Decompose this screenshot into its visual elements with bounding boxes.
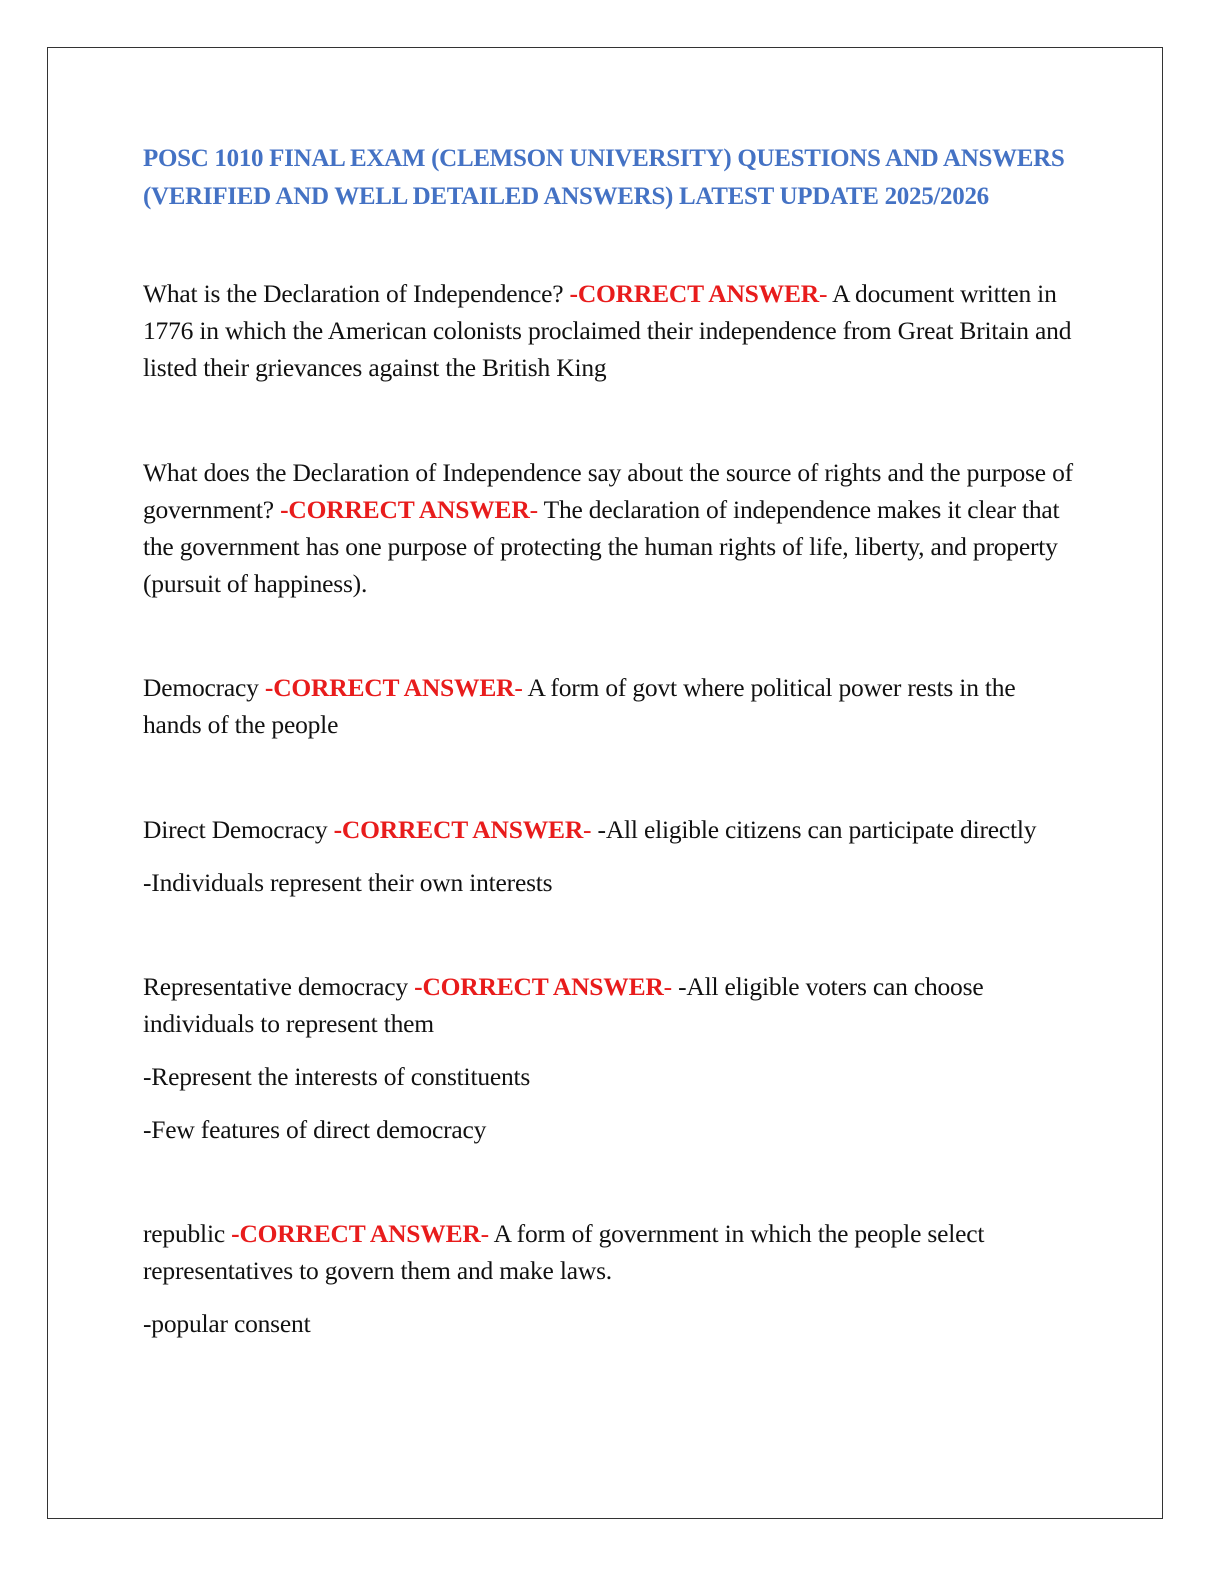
qa-paragraph: Direct Democracy -CORRECT ANSWER- -All e… [143,811,1078,848]
correct-answer-marker: -CORRECT ANSWER- [333,815,592,844]
correct-answer-marker: -CORRECT ANSWER- [231,1219,489,1248]
qa-item-direct-democracy: Direct Democracy -CORRECT ANSWER- -All e… [143,811,1078,901]
answer-text: A form of govt where political power res… [143,673,1016,739]
correct-answer-marker: -CORRECT ANSWER- [414,972,672,1001]
answer-extra-line: -Individuals represent their own interes… [143,868,553,897]
qa-item-declaration: What is the Declaration of Independence?… [143,275,1078,386]
answer-text: A form of government in which the people… [143,1219,985,1285]
answer-text: A document written in 1776 in which the … [143,279,1072,382]
question-text: Representative democracy [143,972,408,1001]
answer-extra-line: -Represent the interests of constituents [143,1062,531,1091]
correct-answer-marker: -CORRECT ANSWER- [280,495,538,524]
qa-paragraph: Democracy -CORRECT ANSWER- A form of gov… [143,669,1078,743]
question-text: Direct Democracy [143,815,328,844]
qa-item-representative-democracy: Representative democracy -CORRECT ANSWER… [143,968,1078,1148]
qa-item-democracy: Democracy -CORRECT ANSWER- A form of gov… [143,669,1078,743]
document-title: POSC 1010 FINAL EXAM (CLEMSON UNIVERSITY… [143,145,1065,210]
question-text: Democracy [143,673,259,702]
qa-paragraph: What is the Declaration of Independence?… [143,275,1078,386]
qa-list: What is the Declaration of Independence?… [143,275,1078,1342]
answer-text: -All eligible citizens can participate d… [597,815,1037,844]
qa-item-declaration-rights: What does the Declaration of Independenc… [143,454,1078,602]
answer-text: The declaration of independence makes it… [143,495,1060,598]
correct-answer-marker: -CORRECT ANSWER- [569,279,828,308]
page-frame [47,47,1163,1519]
correct-answer-marker: -CORRECT ANSWER- [264,673,523,702]
answer-extra-line: -popular consent [143,1309,311,1338]
answer-text: -All eligible voters can choose individu… [143,972,984,1038]
answer-extra-line: -Few features of direct democracy [143,1115,487,1144]
question-text: What does the Declaration of Independenc… [143,458,1073,524]
document-content: POSC 1010 FINAL EXAM (CLEMSON UNIVERSITY… [143,140,1078,1342]
qa-paragraph: republic -CORRECT ANSWER- A form of gove… [143,1215,1078,1289]
qa-paragraph: What does the Declaration of Independenc… [143,454,1078,602]
question-text: republic [143,1219,225,1248]
question-text: What is the Declaration of Independence? [143,279,564,308]
qa-paragraph: Representative democracy -CORRECT ANSWER… [143,968,1078,1042]
qa-item-republic: republic -CORRECT ANSWER- A form of gove… [143,1215,1078,1342]
